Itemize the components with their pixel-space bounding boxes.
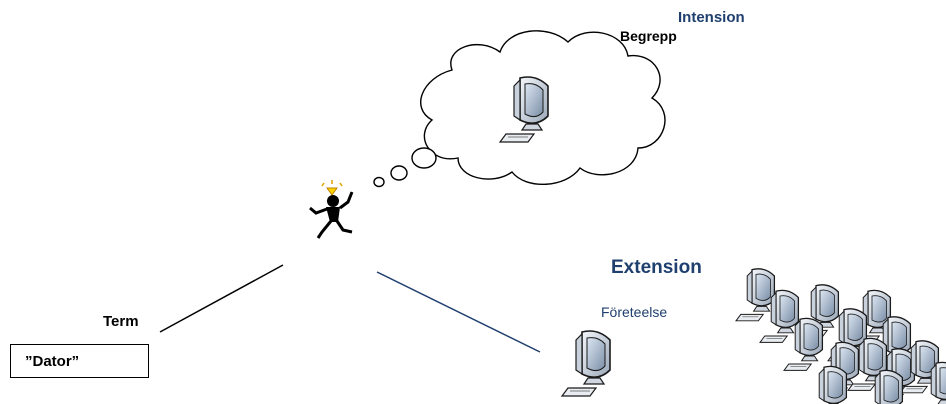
term-label: Term [103,313,139,330]
intension-label: Intension [678,9,745,26]
extension-computer-icon [735,268,776,322]
extension-label: Extension [611,257,702,278]
term-link-line [159,264,284,333]
referent-link-line [376,271,541,353]
extension-computer-icon [807,365,848,404]
begrepp-label: Begrepp [620,28,677,44]
extension-computers [735,268,946,404]
term-box: ”Dator” [10,344,149,378]
referent-computer-icon [561,330,611,397]
term-value: ”Dator” [25,353,80,370]
foreteelse-label: Företeelse [601,304,668,320]
person-thinking-icon [309,180,354,239]
